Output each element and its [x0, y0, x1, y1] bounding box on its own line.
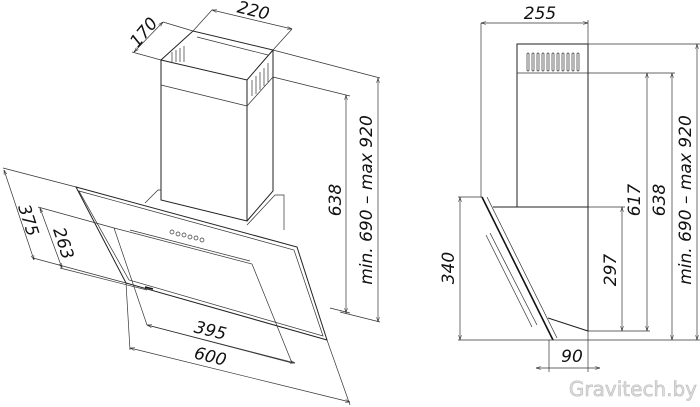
- dim-638: 638: [650, 184, 670, 217]
- front-view: 220 170 638 min. 690 – max 920 375 263 3…: [2, 0, 381, 406]
- front-dimension-lines: [2, 10, 381, 406]
- dim-height-range-side: min. 690 – max 920: [676, 115, 696, 285]
- side-view: 255 340 297 617 638 min. 690 – max 920 9…: [439, 4, 700, 372]
- dim-outer-width: 600: [192, 344, 228, 371]
- dim-chimney-depth: 170: [126, 14, 162, 52]
- dim-glass-offset: 90: [561, 347, 583, 367]
- dim-height-range: min. 690 – max 920: [357, 115, 377, 285]
- dim-inner-width: 395: [192, 318, 228, 345]
- dim-depth: 255: [524, 4, 556, 24]
- watermark: Gravitech.by: [569, 377, 697, 401]
- dim-height: 638: [326, 184, 346, 217]
- dim-chimney-width: 220: [235, 0, 271, 25]
- dim-panel-outer: 375: [13, 202, 42, 239]
- dim-panel-inner: 263: [48, 225, 77, 262]
- dim-body-height: 297: [601, 254, 621, 287]
- dim-glass-height: 340: [439, 252, 459, 284]
- dim-617: 617: [625, 184, 645, 217]
- control-buttons: [169, 229, 205, 243]
- chimney: [144, 30, 285, 230]
- vent-slots: [526, 52, 580, 72]
